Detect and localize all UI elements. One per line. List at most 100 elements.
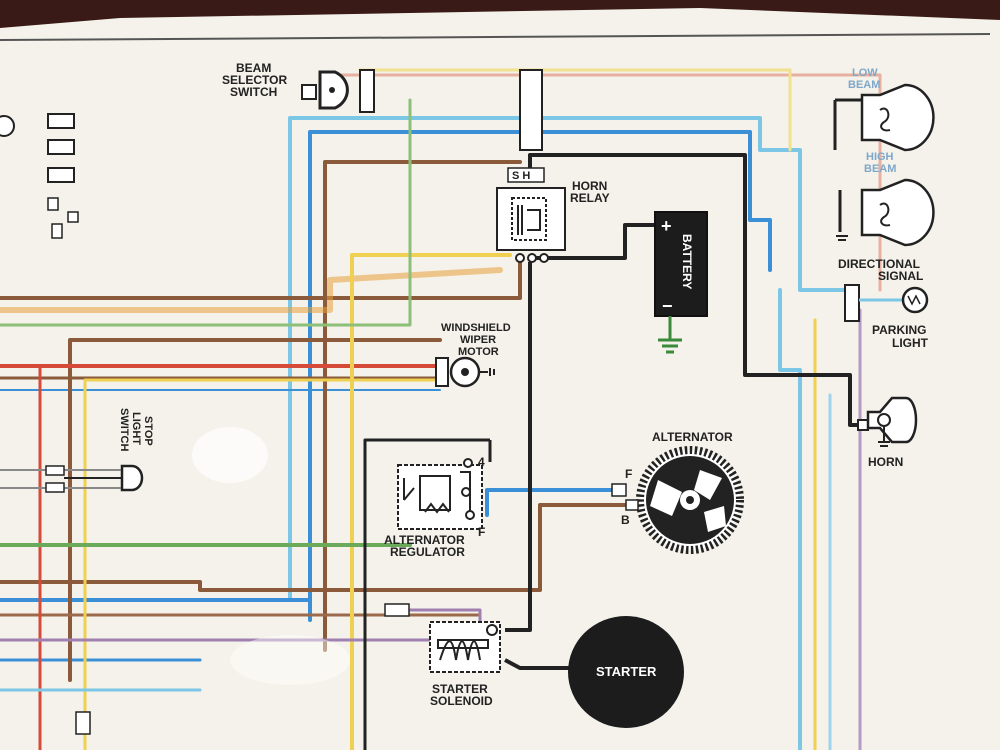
beam-selector-plug — [301, 84, 317, 100]
horn-relay-coil — [517, 205, 541, 235]
stop-light-label-1: STOP — [142, 416, 154, 446]
regulator-terminal-f-label: F — [478, 525, 485, 539]
regulator-terminal-4-label: 4 — [478, 455, 485, 469]
parking-light-filament — [907, 294, 921, 306]
regulator-label-2: REGULATOR — [390, 545, 465, 559]
alternator-rotor-cut-3 — [704, 506, 726, 532]
photo-glare — [192, 427, 268, 483]
wire-blue-regulator — [485, 488, 622, 517]
high-beam-filament — [879, 202, 891, 227]
directional-parking: DIRECTIONAL SIGNAL PARKING LIGHT — [838, 257, 929, 350]
wiper-motor-connector — [435, 357, 449, 387]
black-wire-relay-horn — [528, 153, 862, 427]
horn-relay-label-1: HORN — [572, 179, 607, 193]
solenoid-plunger — [437, 639, 489, 649]
wire-light-blue-top — [288, 116, 852, 602]
stop-light-connector-a — [45, 465, 65, 476]
high-beam-label-1: HIGH — [866, 151, 894, 163]
wire-light-blue-right — [778, 288, 802, 750]
left-edge-lamp — [0, 115, 15, 137]
high-beam-lamp — [860, 178, 935, 247]
windshield-wiper-motor: WINDSHIELD WIPER MOTOR — [435, 322, 511, 388]
starter-solenoid: STARTER SOLENOID — [384, 603, 501, 708]
left-connector-5 — [67, 211, 79, 223]
beam-selector-label-2: SELECTOR — [222, 73, 287, 87]
battery-plus: + — [661, 216, 672, 236]
photo-glare-2 — [230, 635, 350, 685]
wiper-motor-shaft — [479, 368, 495, 376]
wire-green-vert — [0, 98, 412, 327]
left-edge-symbols — [0, 113, 91, 735]
alternator-f-label: F — [625, 467, 632, 481]
battery-label: BATTERY — [680, 234, 694, 289]
wire-blue-main — [308, 130, 772, 622]
regulator-coil — [424, 502, 450, 514]
horn-relay-connector — [519, 69, 543, 151]
black-wire-starter — [504, 658, 570, 670]
wire-brown-mid — [68, 338, 442, 682]
wiper-motor-label-1: WINDSHIELD — [441, 322, 511, 334]
alternator-shaft — [686, 496, 694, 504]
low-beam-label-1: LOW — [852, 67, 878, 79]
horn-relay-terminal-c — [539, 253, 549, 263]
directional-signal-label-2: SIGNAL — [878, 269, 923, 283]
low-beam-filament — [879, 107, 891, 132]
solenoid-terminal — [486, 624, 498, 636]
poster-top-border — [0, 33, 991, 41]
regulator-terminal-mid — [461, 487, 471, 497]
headlamps: LOW BEAM HIGH BEAM — [833, 67, 935, 247]
high-beam-label-2: BEAM — [864, 163, 896, 175]
low-beam-label-2: BEAM — [848, 79, 880, 91]
alternator-label: ALTERNATOR — [652, 430, 733, 444]
parking-light-label-1: PARKING — [872, 323, 926, 337]
wire-brown-top — [323, 160, 522, 652]
horn-body — [866, 396, 918, 444]
stop-light-connector-b — [45, 482, 65, 493]
alternator-regulator: 4 F ALTERNATOR REGULATOR — [384, 455, 485, 559]
beam-selector-dot — [329, 87, 335, 93]
wire-harness — [0, 68, 882, 750]
left-bottom-connector — [75, 711, 91, 735]
horn-relay-terminal-b — [527, 253, 537, 263]
wire-brown-left — [0, 258, 522, 300]
wire-purple-sol — [408, 608, 482, 627]
regulator-terminal-4 — [463, 458, 473, 468]
beam-selector-label-1: BEAM — [236, 61, 271, 75]
beam-selector-connector — [359, 69, 375, 113]
left-connector-1 — [47, 113, 75, 129]
starter: STARTER — [568, 616, 684, 728]
black-wire-regulator-loop — [363, 438, 490, 750]
left-connector-3 — [47, 167, 75, 183]
black-wire-relay-battery — [535, 223, 660, 260]
directional-signal-label-1: DIRECTIONAL — [838, 257, 920, 271]
left-connector-6 — [51, 223, 63, 239]
horn-label: HORN — [868, 455, 903, 469]
battery: + − BATTERY — [654, 211, 708, 354]
horn-relay-terminal-strip — [507, 167, 545, 183]
horn-relay: S H HORN RELAY — [496, 69, 610, 263]
stop-light-label-3: SWITCH — [118, 408, 130, 451]
black-wire-main-vertical — [505, 262, 532, 632]
low-beam-lamp — [860, 83, 935, 152]
horn-relay-core — [511, 197, 547, 241]
wire-yellow-left — [83, 378, 442, 750]
directional-connector — [844, 284, 860, 322]
regulator-contacts — [403, 471, 471, 520]
stop-light-switch: STOP LIGHT SWITCH — [45, 408, 154, 493]
wire-yellow-top — [358, 68, 792, 152]
horn-relay-terminal-a — [515, 253, 525, 263]
wiper-motor-label-3: MOTOR — [458, 346, 499, 358]
parking-light-bulb — [901, 286, 929, 314]
parking-light-label-2: LIGHT — [892, 336, 929, 350]
battery-body — [654, 211, 708, 317]
battery-minus: − — [662, 296, 673, 316]
wire-orange — [0, 267, 503, 313]
wire-brown-bottom — [0, 503, 627, 592]
starter-label: STARTER — [596, 664, 657, 679]
stop-light-body — [120, 464, 144, 492]
beam-selector-label-3: SWITCH — [230, 85, 277, 99]
horn-relay-label-2: RELAY — [570, 191, 610, 205]
alternator-f-connector — [611, 483, 627, 497]
